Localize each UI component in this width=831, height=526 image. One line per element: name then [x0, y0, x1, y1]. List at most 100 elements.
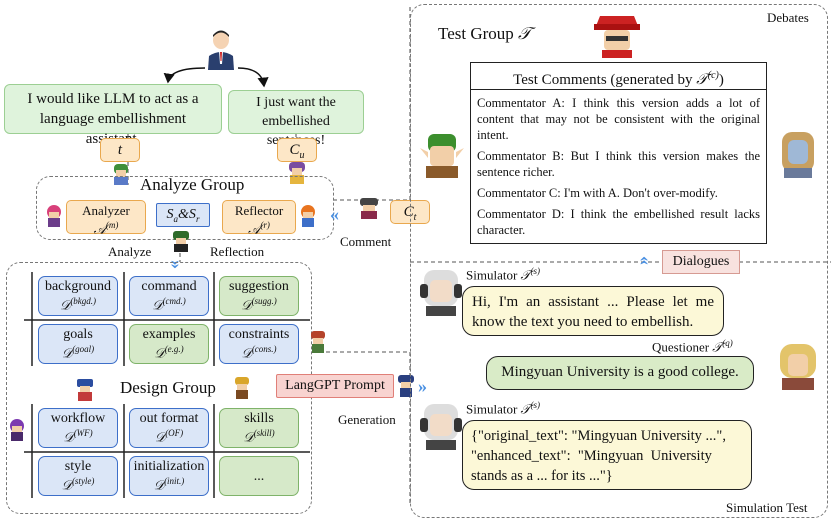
design-cell-symbol: 𝒟(cmd.) [152, 296, 186, 313]
simulator-avatar-1 [418, 268, 464, 316]
questioner-label: Questioner 𝒯(q) [652, 338, 733, 355]
analyzer-label: Analyzer [82, 203, 130, 218]
design-cell-label: suggestion [229, 279, 289, 295]
token-cu: Cu [277, 138, 317, 162]
test-comments-box: Test Comments (generated by 𝒯(c)) Commen… [470, 62, 767, 244]
label-comment: Comment [340, 234, 392, 249]
design-cell-symbol: 𝒟(WF) [63, 428, 93, 445]
character-icon [420, 270, 462, 316]
simulator-message-1: Hi, I'm an assistant ... Please let me k… [462, 286, 724, 336]
design-cell-label: constraints [228, 327, 290, 343]
design-cell-symbol: 𝒟(skill) [243, 428, 275, 445]
character-icon [173, 231, 189, 252]
test-comments-title: Test Comments (generated by 𝒯(c)) [471, 63, 766, 90]
test-group-box [410, 4, 828, 518]
character-icon [780, 344, 816, 390]
dialogues-box: Dialogues [662, 250, 740, 274]
label-reflection: Reflection [210, 244, 265, 259]
character-icon [47, 205, 61, 227]
character-icon [235, 377, 249, 399]
commentator-comment: Commentator A: I think this version adds… [477, 96, 760, 142]
reflector-box: Reflector 𝒜(r) [222, 200, 296, 236]
commentator-comment: Commentator D: I think the embellished r… [477, 207, 760, 237]
character-icon [594, 16, 640, 58]
design-cell-symbol: 𝒟(cons.) [241, 344, 277, 361]
analyze-group-title: Analyze Group [140, 175, 245, 194]
commentator-blue-avatar [774, 128, 822, 178]
character-icon [77, 379, 93, 401]
commentator-comment: Commentator C: I'm with A. Don't over-mo… [477, 186, 718, 200]
langgpt-prompt-box: LangGPT Prompt [276, 374, 394, 398]
reflector-sprite [298, 204, 318, 228]
design-sprite-1 [74, 378, 96, 402]
person-icon [208, 30, 234, 70]
character-icon [289, 162, 305, 184]
character-icon [420, 404, 462, 450]
simulator-message-2: {"original_text": "Mingyuan University .… [462, 420, 752, 490]
design-cell-symbol: 𝒟(e.g.) [154, 344, 184, 361]
design-cell-symbol: 𝒟(sugg.) [241, 296, 277, 313]
design-cell-label: style [64, 459, 92, 475]
questioner-message: Mingyuan University is a good college. [486, 356, 754, 390]
design-cell-label: workflow [50, 411, 106, 427]
design-cell-label: skills [244, 411, 274, 427]
token-t: t [100, 138, 140, 162]
design-cell-label: ... [253, 468, 265, 484]
design-cell: ... [219, 456, 299, 496]
simulator-label-2: Simulator 𝒯(s) [466, 400, 540, 417]
design-sprite-3 [8, 418, 26, 442]
design-cell-symbol: 𝒟(style) [61, 476, 95, 493]
design-sprite-4 [308, 330, 328, 354]
design-cell-symbol: 𝒟(bkgd.) [59, 296, 97, 313]
judge-avatar [592, 8, 642, 58]
design-cell-label: initialization [133, 459, 205, 475]
character-icon [10, 419, 24, 441]
label-simulation-test: Simulation Test [726, 500, 808, 515]
design-cell-symbol: 𝒟(goal) [61, 344, 95, 361]
center-sprite [170, 230, 192, 252]
character-icon [114, 164, 128, 185]
character-icon [420, 134, 464, 178]
dialogues-label: Dialogues [672, 254, 730, 269]
label-debates: Debates [767, 10, 809, 25]
character-icon [311, 331, 325, 353]
chevron-left-icon: « [330, 204, 339, 224]
commentator-elf-avatar [418, 128, 466, 178]
label-analyze: Analyze [108, 244, 152, 259]
label-generation: Generation [338, 412, 396, 427]
sprite-t [110, 162, 132, 186]
simulator-avatar-2 [418, 402, 464, 450]
analyzer-sprite [44, 204, 64, 228]
design-cell-symbol: 𝒟(OF) [154, 428, 184, 445]
design-sprite-2 [232, 376, 252, 400]
design-cell-label: goals [63, 327, 93, 343]
design-cell-label: out format [139, 411, 199, 427]
design-cell-symbol: 𝒟(init.) [153, 476, 185, 493]
test-group-title: Test Group 𝒯 [438, 24, 532, 43]
langgpt-prompt-label: LangGPT Prompt [285, 378, 385, 393]
chevron-up-icon: » [632, 256, 652, 265]
character-icon [301, 205, 315, 227]
design-group-title: Design Group [120, 378, 216, 397]
character-icon [782, 132, 814, 178]
token-sa-sr: Sa&Sr [156, 203, 210, 227]
commentator-comment: Commentator B: But I think this version … [477, 149, 760, 179]
user-avatar [205, 30, 237, 70]
chevron-right-icon: » [418, 376, 427, 396]
questioner-avatar [774, 340, 822, 390]
analyzer-box: Analyzer 𝒜(m) [66, 200, 146, 236]
commenter-sprite [356, 196, 382, 220]
simulator-label-1: Simulator 𝒯(s) [466, 266, 540, 283]
